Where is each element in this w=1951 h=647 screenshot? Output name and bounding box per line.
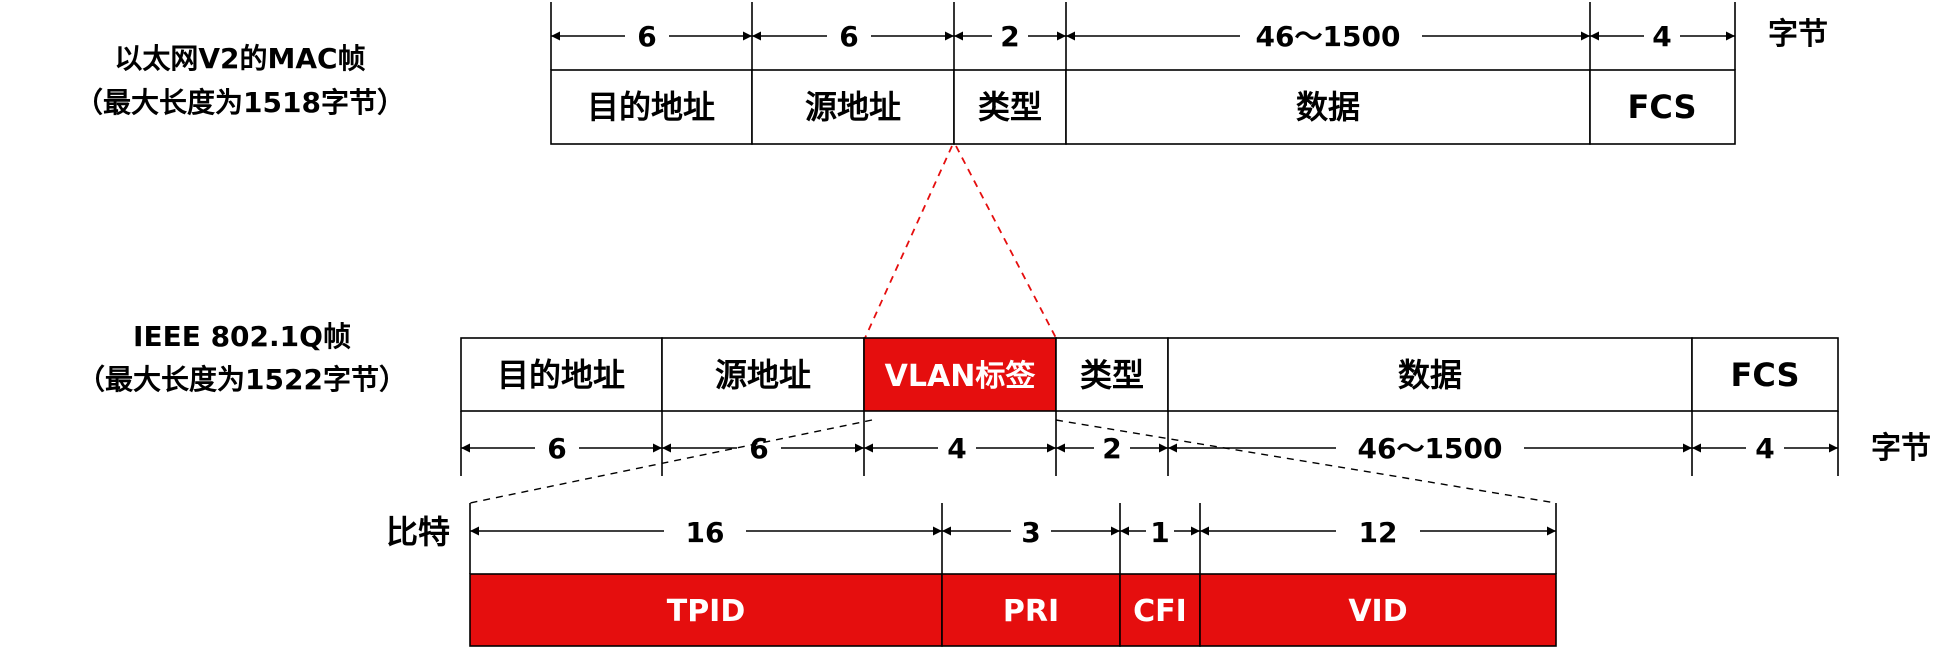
frame1-field-src-addr — [751, 69, 955, 145]
frame2-field-vlan-label: VLAN标签 — [885, 359, 1036, 394]
frame2-field-fcs-label: FCS — [1731, 356, 1800, 394]
frame1-field-fcs-label: FCS — [1628, 88, 1697, 126]
frame1-size-dest: 6 — [637, 20, 656, 53]
frame2-field-dest-label: 目的地址 — [497, 356, 625, 394]
tag-field-pri-label: PRI — [1003, 594, 1059, 629]
tag-field-tpid — [469, 573, 943, 647]
frame1-subtitle: （最大长度为1518字节） — [75, 86, 405, 119]
tag-field-tpid-label: TPID — [667, 594, 746, 629]
frame2-size-data: 46～1500 — [1358, 432, 1503, 465]
tag-size-pri: 3 — [1021, 516, 1040, 549]
ethernet-v2-frame: 以太网V2的MAC帧 （最大长度为1518字节） 6 6 2 46～1500 4… — [75, 2, 1828, 145]
frame2-title: IEEE 802.1Q帧 — [133, 320, 351, 353]
frame2-field-src-addr — [661, 337, 865, 412]
frame2-field-type-label: 类型 — [1080, 356, 1144, 394]
frame2-size-dest: 6 — [547, 432, 566, 465]
tag-expand-line-right — [1055, 419, 1557, 504]
tag-field-vid — [1199, 573, 1557, 647]
frame1-size-fcs: 4 — [1652, 20, 1671, 53]
frame2-size-fcs: 4 — [1755, 432, 1774, 465]
frame2-field-src-label: 源地址 — [715, 356, 811, 394]
frame1-field-type — [953, 69, 1067, 145]
tag-size-cfi: 1 — [1150, 516, 1169, 549]
vlan-tag-detail: 比特 16 3 1 12 TPID PRI CFI VID — [386, 503, 1557, 647]
tag-expand-line-left — [469, 419, 873, 504]
frame2-field-data-label: 数据 — [1398, 356, 1462, 394]
frame1-field-type-label: 类型 — [978, 88, 1042, 126]
expand-line-right — [955, 145, 1057, 339]
tag-size-tpid: 16 — [686, 516, 725, 549]
frame2-field-type — [1055, 337, 1169, 412]
frame2-field-data — [1167, 337, 1693, 412]
frame1-field-src-label: 源地址 — [805, 88, 901, 126]
frame1-title: 以太网V2的MAC帧 — [114, 42, 365, 75]
frame2-size-type: 2 — [1102, 432, 1121, 465]
frame1-size-src: 6 — [839, 20, 858, 53]
frame1-size-type: 2 — [1000, 20, 1019, 53]
frame1-field-data — [1065, 69, 1591, 145]
tag-field-cfi-label: CFI — [1133, 594, 1187, 629]
frame2-field-fcs — [1691, 337, 1839, 412]
frame2-subtitle: （最大长度为1522字节） — [77, 363, 407, 396]
frame1-field-dest-addr — [550, 69, 753, 145]
frame1-unit-label: 字节 — [1768, 17, 1828, 52]
frame2-size-vlan: 4 — [947, 432, 966, 465]
frame1-field-dest-label: 目的地址 — [587, 88, 715, 126]
frame2-unit-label: 字节 — [1871, 431, 1931, 466]
tag-field-vid-label: VID — [1348, 594, 1407, 629]
frame2-field-vlan-tag — [863, 337, 1057, 412]
ieee-8021q-frame: IEEE 802.1Q帧 （最大长度为1522字节） 目的地址 源地址 VLAN… — [77, 320, 1931, 476]
tag-unit-label: 比特 — [386, 513, 450, 551]
tag-size-vid: 12 — [1359, 516, 1398, 549]
frame1-field-data-label: 数据 — [1296, 88, 1360, 126]
frame1-field-fcs — [1589, 69, 1736, 145]
frame1-size-data: 46～1500 — [1256, 20, 1401, 53]
expand-line-left — [864, 145, 953, 339]
frame2-size-src: 6 — [749, 432, 768, 465]
frame2-field-dest-addr — [460, 337, 663, 412]
